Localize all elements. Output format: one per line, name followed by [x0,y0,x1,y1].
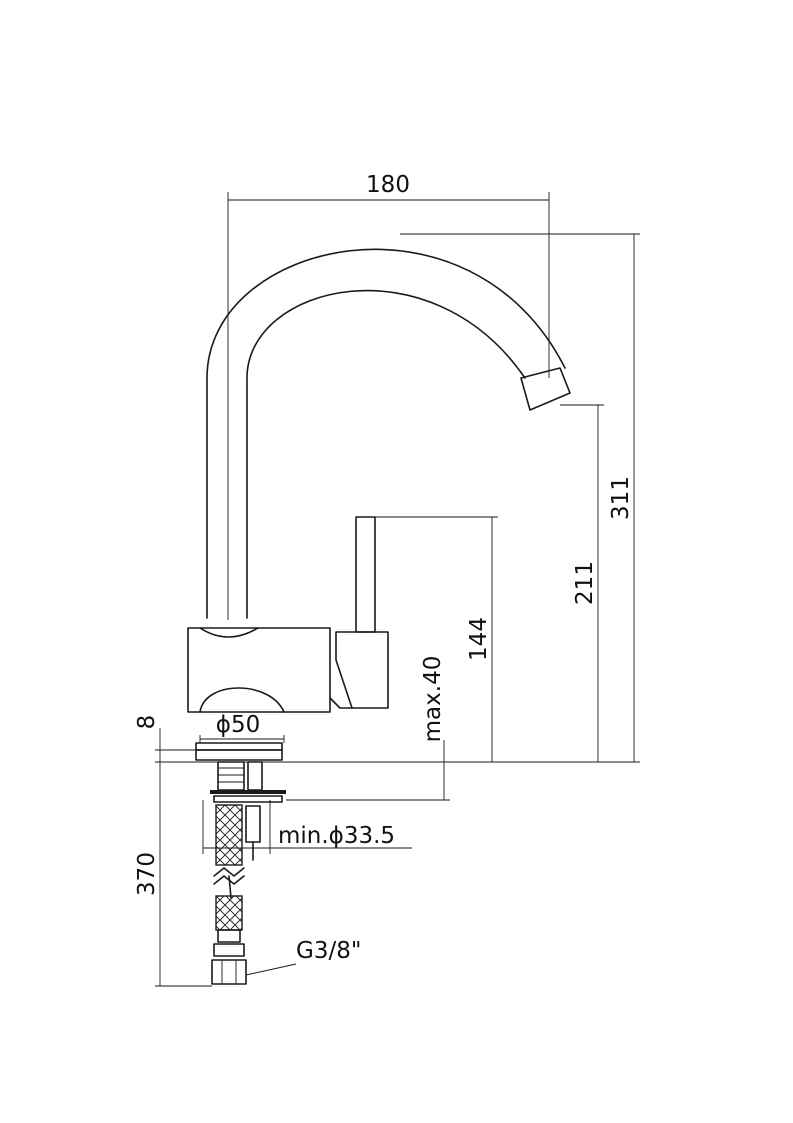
dim-flange-label: 8 [134,715,160,730]
lever-handle [335,516,389,709]
dim-hose-length-label: 370 [134,852,160,896]
dim-max-deck-label: max.40 [420,656,446,743]
spout [206,248,571,619]
supply-hose [211,804,247,985]
dimension-lines [155,192,640,987]
dim-reach-label: 180 [366,172,410,198]
dim-total-height-label: 311 [608,476,634,520]
base-flange [195,742,283,761]
dim-spout-height-label: 211 [572,561,598,605]
dim-connector-label: G3/8" [296,938,361,964]
dim-body-diameter-label: ϕ50 [216,712,260,738]
faucet-body [187,627,353,713]
dim-lever-height-label: 144 [466,617,492,661]
dim-hole-diameter-label: min.ϕ33.5 [278,823,395,849]
